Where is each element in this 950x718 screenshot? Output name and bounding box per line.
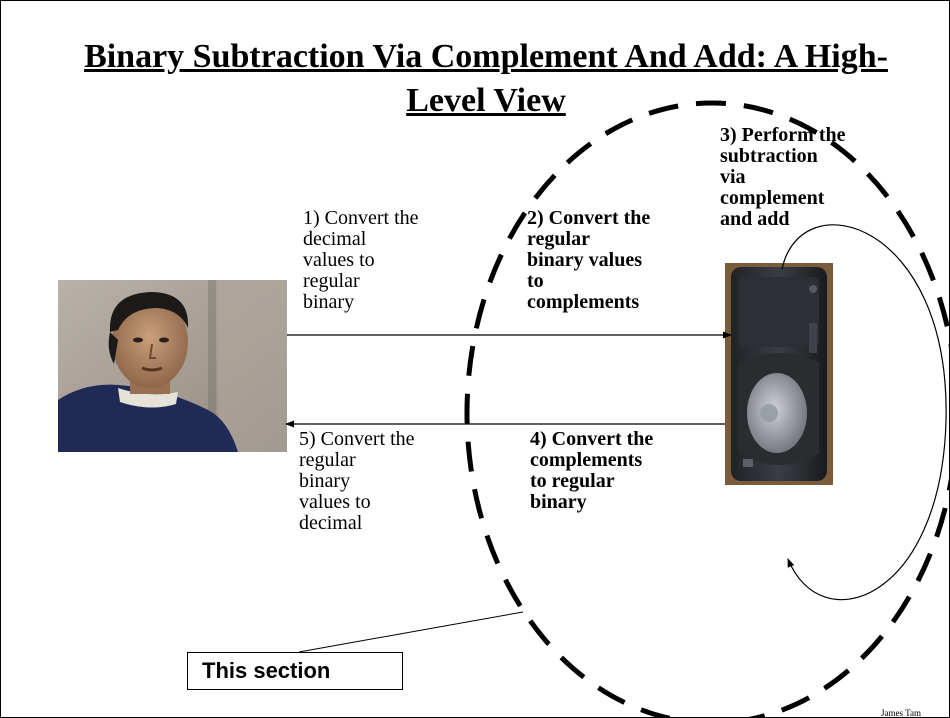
computer-tower <box>725 263 833 485</box>
step-3-label: 3) Perform the subtraction via complemen… <box>720 124 846 230</box>
section-boundary-circle <box>464 100 949 717</box>
step-5-label: 5) Convert the regular binary values to … <box>299 428 415 534</box>
step-4-label: 4) Convert the complements to regular bi… <box>530 428 654 513</box>
step-1-label: 1) Convert the decimal values to regular… <box>303 207 419 313</box>
slide-title: Binary Subtraction Via Complement And Ad… <box>84 38 888 119</box>
callout-pointer <box>298 611 524 653</box>
author-footer: James Tam <box>881 708 921 718</box>
loop-arrow <box>781 224 947 601</box>
this-section-callout: This section <box>187 652 403 690</box>
person-photo <box>58 280 287 452</box>
step-2-label: 2) Convert the regular binary values to … <box>527 207 651 313</box>
